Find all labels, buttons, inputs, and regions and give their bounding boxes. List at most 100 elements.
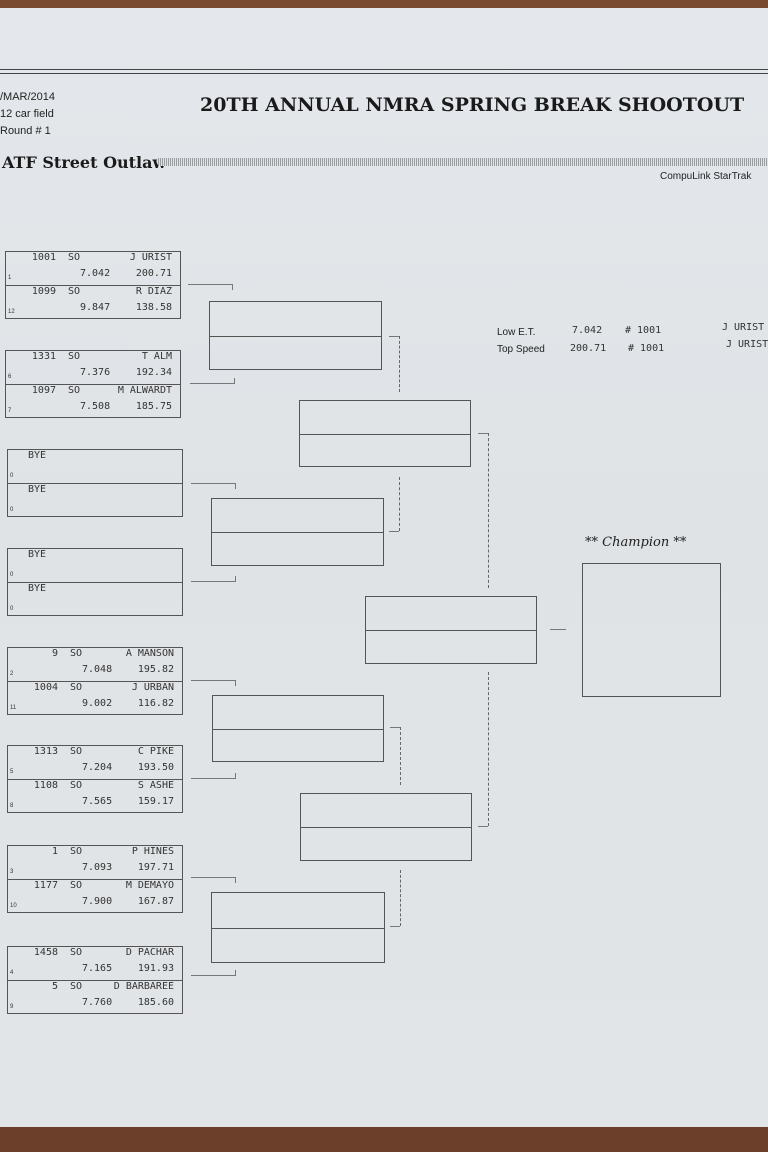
field-size: 12 car field <box>0 108 54 120</box>
car-number: 1099 <box>31 286 56 297</box>
top-speed-car: # 1001 <box>628 343 665 354</box>
connector-line <box>488 672 489 826</box>
driver-name: D PACHAR <box>125 947 174 958</box>
driver-name: BYE <box>28 549 47 560</box>
class-code: SO <box>70 947 83 958</box>
seed-number: 8 <box>10 803 14 809</box>
connector-line <box>389 336 399 337</box>
semifinal-slot <box>299 400 471 467</box>
car-number: 1331 <box>31 351 56 362</box>
connector-line <box>191 778 235 779</box>
connector-line <box>191 483 235 484</box>
connector-line <box>399 477 400 531</box>
connector-line <box>188 284 232 285</box>
car-number: 1313 <box>33 746 58 757</box>
driver-name: D BARBAREE <box>113 981 174 992</box>
class-code: SO <box>70 880 83 891</box>
elapsed-time: 7.042 <box>80 268 111 279</box>
connector-line <box>191 877 235 878</box>
connector-line <box>389 531 399 532</box>
driver-name: T ALM <box>141 351 172 362</box>
racer-entry: 1097 SO M ALWARDT 7 7.508 185.75 <box>6 384 180 418</box>
class-code: SO <box>68 351 81 362</box>
class-code: SO <box>70 780 83 791</box>
header-rule-bottom <box>0 73 768 74</box>
software-credit: CompuLink StarTrak <box>660 171 752 182</box>
car-number: 1097 <box>31 385 56 396</box>
round-number: Round # 1 <box>0 125 51 137</box>
class-code: SO <box>70 648 83 659</box>
elapsed-time: 7.093 <box>82 862 113 873</box>
driver-name: P HINES <box>131 846 174 857</box>
elapsed-time: 7.565 <box>82 796 113 807</box>
car-number: 1108 <box>33 780 58 791</box>
speed-mph: 167.87 <box>137 896 174 907</box>
final-slot <box>365 596 537 664</box>
car-number: 1001 <box>31 252 56 263</box>
connector-line <box>232 284 233 290</box>
driver-name: M DEMAYO <box>125 880 174 891</box>
connector-line <box>235 970 236 976</box>
round-2-slot <box>211 498 384 566</box>
seed-number: 7 <box>8 408 12 414</box>
speed-mph: 185.60 <box>137 997 174 1008</box>
connector-line <box>400 727 401 785</box>
speed-mph: 200.71 <box>135 268 172 279</box>
round-2-slot <box>212 695 384 762</box>
elapsed-time: 7.508 <box>80 401 111 412</box>
car-number: 9 <box>51 648 58 659</box>
car-number: 1 <box>51 846 58 857</box>
connector-line <box>191 975 235 976</box>
top-speed-driver: J URIST <box>726 339 768 350</box>
connector-line <box>478 826 488 827</box>
connector-line <box>488 433 489 588</box>
event-date: /MAR/2014 <box>0 91 56 103</box>
semifinal-slot <box>300 793 472 861</box>
seed-number: 3 <box>10 869 14 875</box>
seed-number: 6 <box>8 374 12 380</box>
seed-number: 9 <box>10 1004 14 1010</box>
class-header-band <box>158 158 768 166</box>
class-code: SO <box>70 682 83 693</box>
event-title: 20TH ANNUAL NMRA SPRING BREAK SHOOTOUT <box>200 94 745 116</box>
low-et-value: 7.042 <box>572 325 603 336</box>
connector-line <box>390 926 400 927</box>
connector-line <box>191 581 235 582</box>
speed-mph: 195.82 <box>137 664 174 675</box>
driver-name: M ALWARDT <box>117 385 172 396</box>
seed-number: 0 <box>10 473 14 479</box>
elapsed-time: 9.847 <box>80 302 111 313</box>
class-code: SO <box>68 252 81 263</box>
connector-line <box>399 336 400 392</box>
connector-line <box>550 629 566 630</box>
seed-number: 0 <box>10 572 14 578</box>
elapsed-time: 7.165 <box>82 963 113 974</box>
driver-name: J URIST <box>129 252 172 263</box>
header-rule-top <box>0 69 768 70</box>
top-speed-label: Top Speed <box>497 344 545 355</box>
driver-name: BYE <box>28 484 47 495</box>
speed-mph: 116.82 <box>137 698 174 709</box>
speed-mph: 185.75 <box>135 401 172 412</box>
seed-number: 10 <box>10 903 17 909</box>
champion-label: ** Champion ** <box>585 535 687 550</box>
round-2-slot <box>209 301 382 370</box>
class-code: SO <box>68 385 81 396</box>
speed-mph: 159.17 <box>137 796 174 807</box>
speed-mph: 193.50 <box>137 762 174 773</box>
elapsed-time: 9.002 <box>82 698 113 709</box>
seed-number: 12 <box>8 309 15 315</box>
speed-mph: 191.93 <box>137 963 174 974</box>
driver-name: R DIAZ <box>135 286 172 297</box>
speed-mph: 138.58 <box>135 302 172 313</box>
car-number: 1004 <box>33 682 58 693</box>
